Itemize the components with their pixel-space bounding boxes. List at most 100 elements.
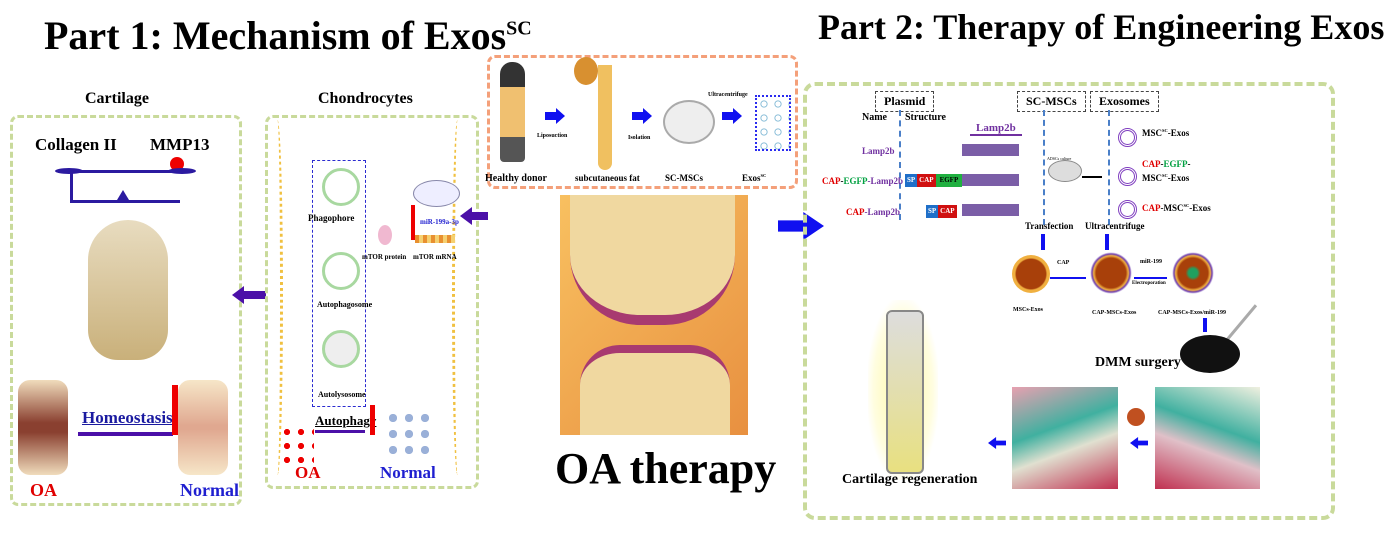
cap-segment: CAP bbox=[917, 174, 936, 187]
normal-label: Normal bbox=[380, 463, 436, 482]
cap-mscs-exos-mir199-label: CAP-MSCs-Exos/miR-199 bbox=[1158, 310, 1226, 316]
adscs-culture-label: ADSCs culture bbox=[1047, 156, 1072, 161]
arrow-left-icon bbox=[460, 207, 472, 225]
mscs-exos-image bbox=[1012, 255, 1050, 293]
plasmid-name-row2: CAP-EGFP-Lamp2b bbox=[822, 176, 903, 186]
exos-label: Exos bbox=[742, 173, 761, 183]
scmscs-header: SC-MSCs bbox=[1017, 91, 1086, 112]
part2-title-text: Part 2: Therapy of Engineering Exos bbox=[818, 7, 1385, 47]
exosomes-image bbox=[755, 95, 791, 151]
cartilage-regeneration-image bbox=[868, 300, 938, 480]
oa-label: OA bbox=[30, 480, 57, 500]
cap-egfp-exos-label: CAP-EGFP-MSCSC-Exos bbox=[1142, 159, 1191, 183]
label-part: SC bbox=[1162, 173, 1168, 178]
arrow-right-icon bbox=[722, 108, 742, 124]
arrow-shaft bbox=[472, 212, 488, 220]
phagophore-image bbox=[322, 168, 360, 206]
autophagy-label: Autophagy bbox=[315, 413, 377, 428]
divider bbox=[1043, 110, 1045, 225]
balance-base bbox=[70, 200, 180, 203]
up-arrow-red bbox=[411, 205, 415, 240]
autophagosome-image bbox=[322, 252, 360, 290]
ultracentrifuge-label: Ultracentrifuge bbox=[708, 92, 748, 98]
balance-beam bbox=[60, 170, 190, 173]
label-part: CAP bbox=[1142, 159, 1161, 169]
femur-bone bbox=[570, 195, 735, 325]
liposuction-label: Liposuction bbox=[537, 133, 568, 139]
arrow-right-icon bbox=[545, 108, 565, 124]
isolation-label: Isolation bbox=[628, 135, 651, 141]
fat-tissue-image bbox=[574, 57, 598, 85]
culture-dish-image bbox=[663, 100, 715, 144]
autolysosome-image bbox=[322, 330, 360, 368]
label-part: -Exos bbox=[1189, 203, 1211, 213]
fat-tube-image bbox=[598, 65, 612, 170]
adscs-dish-image bbox=[1048, 160, 1082, 182]
exos-superscript: SC bbox=[760, 173, 767, 178]
up-arrow-red bbox=[370, 405, 375, 435]
phagophore-label: Phagophore bbox=[308, 213, 355, 223]
label-part: MSC bbox=[1142, 128, 1162, 138]
arrow-right-icon bbox=[1134, 277, 1167, 279]
engineered-exosome-icon bbox=[1127, 408, 1145, 426]
plasmid-name-row1: Lamp2b bbox=[862, 146, 895, 156]
plasmid-header: Plasmid bbox=[875, 91, 935, 112]
balance-pan-right bbox=[168, 168, 196, 174]
isolation-panel bbox=[487, 55, 798, 189]
label-part: MSC bbox=[1142, 173, 1162, 183]
lamp2b-bar bbox=[962, 144, 1019, 156]
label-part: MSC bbox=[1163, 203, 1184, 213]
cell-membrane-left bbox=[272, 120, 283, 475]
collagen-label: Collagen II bbox=[35, 135, 117, 154]
mtor-mrna-label: mTOR mRNA bbox=[413, 253, 457, 261]
label-part: -Exos bbox=[1167, 128, 1190, 138]
label-part: SC bbox=[1183, 203, 1190, 208]
mscs-exos-label: MSCs-Exos bbox=[1013, 307, 1044, 313]
cartilage-panel bbox=[10, 115, 242, 506]
histology-regenerated-image bbox=[1012, 387, 1118, 489]
autolysosome-label: Autolysosome bbox=[318, 390, 366, 399]
exosome-vesicle bbox=[413, 180, 460, 207]
name-part: -Lamp2b bbox=[864, 207, 901, 217]
arrow-right-icon bbox=[632, 108, 652, 124]
cap-mscs-exos-image bbox=[1090, 252, 1132, 294]
part2-panel bbox=[803, 82, 1335, 520]
sp-segment: SP bbox=[905, 174, 918, 187]
arrow-down-icon bbox=[1041, 234, 1045, 250]
cap-exos-label: CAP-MSCSC-Exos bbox=[1142, 203, 1211, 213]
autophagy-arrow bbox=[315, 430, 365, 433]
oa-joint-image bbox=[18, 380, 68, 475]
cap-mscs-exos-mir199-image bbox=[1172, 252, 1214, 294]
fat-label: subcutaneous fat bbox=[575, 173, 640, 183]
chondrocytes-label: Chondrocytes bbox=[318, 90, 413, 107]
divider bbox=[899, 110, 901, 220]
plasmid-name-row3: CAP-Lamp2b bbox=[846, 207, 900, 217]
homeostasis-label: Homeostasis bbox=[82, 408, 173, 427]
label-part: SC bbox=[1162, 128, 1168, 133]
fulcrum-icon bbox=[117, 190, 129, 200]
normal-label: Normal bbox=[180, 480, 239, 500]
tibia-bone bbox=[580, 345, 730, 435]
donor-figure bbox=[500, 62, 525, 162]
egfp-segment: EGFP bbox=[935, 174, 963, 187]
part2-title: Part 2: Therapy of Engineering ExosSC bbox=[818, 6, 1385, 48]
oa-knee-image bbox=[560, 195, 748, 435]
lamp2b-bar bbox=[962, 174, 1019, 186]
title-superscript: SC bbox=[506, 17, 532, 40]
arrow-down-icon bbox=[1105, 234, 1109, 250]
balance-post bbox=[70, 172, 73, 202]
name-column-header: Name bbox=[862, 112, 887, 123]
arrow-left-icon bbox=[232, 286, 244, 304]
name-part: - bbox=[840, 176, 844, 186]
electroporation-label: Electroporation bbox=[1132, 281, 1166, 286]
histology-oa-image bbox=[1155, 387, 1260, 489]
msc-exos-label: MSCSC-Exos bbox=[1142, 128, 1189, 138]
mtor-protein-icon bbox=[378, 225, 392, 245]
part1-title: Part 1: Mechanism of ExosSC bbox=[44, 12, 532, 59]
cap-mscs-exos-label: CAP-MSCs-Exos bbox=[1092, 310, 1137, 316]
oa-label: OA bbox=[295, 463, 321, 482]
sp-segment: SP bbox=[926, 205, 939, 218]
homeostasis-arrow bbox=[78, 432, 173, 436]
mmp13-dot bbox=[170, 157, 184, 171]
